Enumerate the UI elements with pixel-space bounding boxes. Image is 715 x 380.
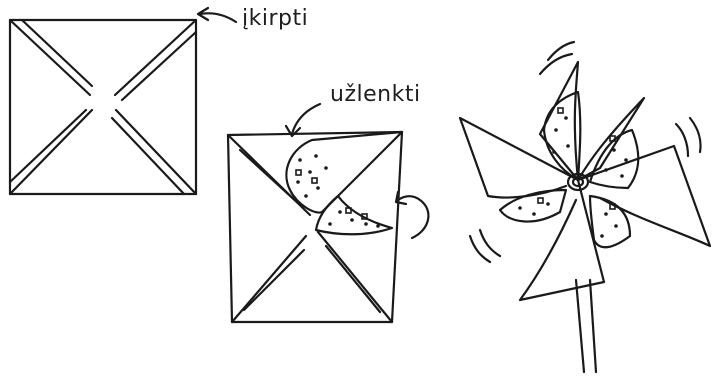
fold-diag-br2: [326, 246, 380, 312]
cut-double-tr: [122, 32, 196, 100]
motion-line-right-2: [690, 118, 701, 152]
curved-arrow-icon: [396, 192, 428, 238]
cut-double-br: [112, 118, 184, 194]
motion-line-left-1: [470, 236, 490, 262]
blade-bottom-outline: [520, 180, 604, 300]
label-fold: užlenkti: [330, 82, 421, 107]
cut-line-top-left: [10, 20, 90, 95]
label-cut: įkirpti: [242, 6, 308, 31]
pinwheel-icon: [460, 42, 710, 372]
fold-diag-bl2: [244, 250, 304, 310]
motion-line-right-1: [676, 124, 688, 156]
motion-line-top-2: [540, 54, 572, 74]
flap-right: [590, 130, 638, 188]
fold-diag-bl: [232, 236, 306, 322]
step2-fold-square: [228, 132, 402, 322]
pinwheel-stick-left: [576, 280, 584, 372]
flap-left: [500, 190, 566, 222]
cut-line-top-right: [115, 20, 196, 95]
step1-cut-square: [10, 20, 196, 194]
cut-double-tl: [22, 20, 92, 86]
cut-line-bottom-left: [10, 110, 92, 194]
fold-top-dots: [296, 154, 328, 198]
cut-line-bottom-right: [116, 110, 196, 194]
arrow-icon: [198, 8, 236, 22]
fold-diag-br: [318, 232, 392, 322]
cut-double-bl: [10, 110, 86, 182]
fold-arrow-shaft: [292, 104, 320, 134]
fold-flap-right: [316, 196, 392, 234]
motion-line-left-2: [480, 230, 500, 256]
arrow-icon: [286, 104, 320, 136]
fold-flap-top: [286, 132, 402, 213]
pinwheel-stick-right: [590, 280, 596, 372]
